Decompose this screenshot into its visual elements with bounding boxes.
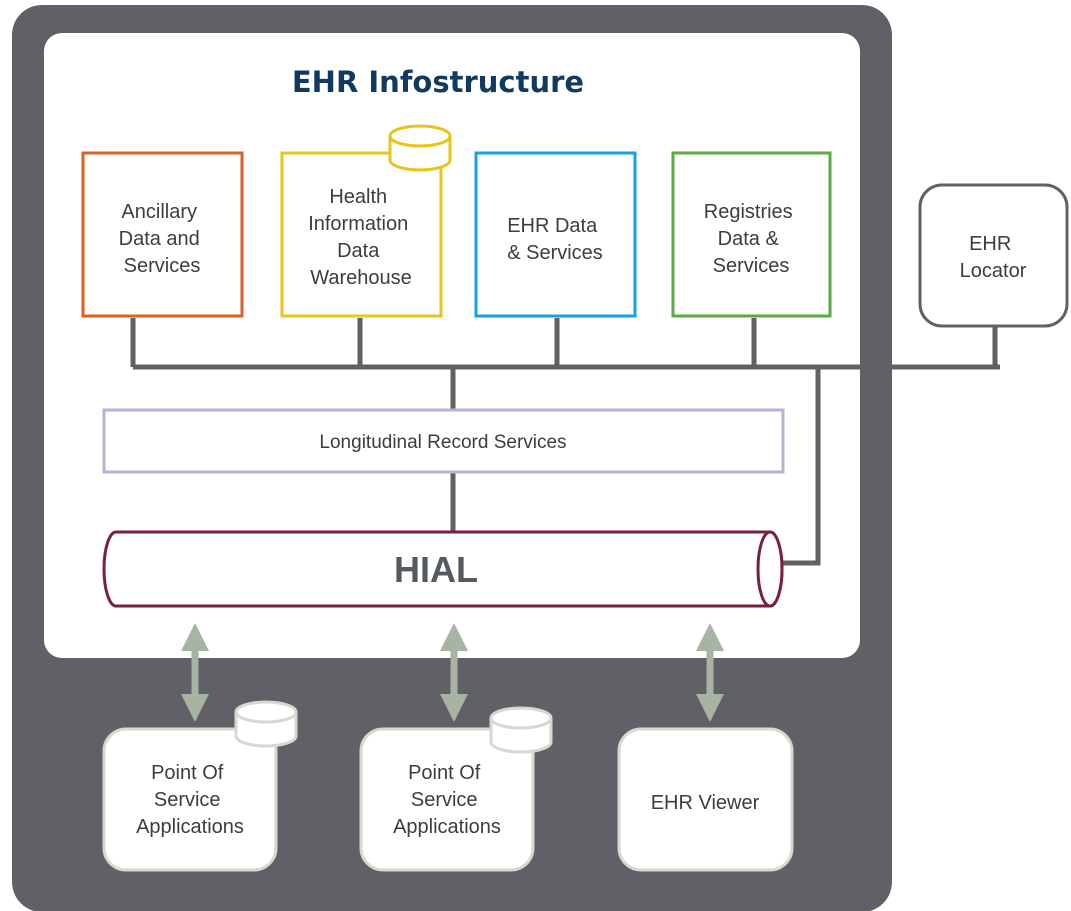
- ancillary-label-line: Services: [124, 255, 201, 277]
- viewer-label: EHR Viewer: [651, 792, 760, 814]
- ancillary-data-services-box: Ancillary Data and Services: [81, 151, 244, 318]
- svg-text:EHR Data & Services: EHR Data & Services: [507, 215, 603, 264]
- warehouse-label-line: Information: [308, 213, 408, 235]
- ehr-data-services-box: EHR Data & Services: [474, 151, 637, 318]
- pos2-label-line: Applications: [393, 816, 501, 838]
- svg-text:Point Of Service A: Point Of Service Applications: [393, 762, 501, 838]
- locator-label-line: EHR: [969, 233, 1011, 255]
- point-of-service-box-2: Point Of Service Applications: [359, 727, 535, 872]
- component-bus: [130, 318, 1000, 566]
- connection-arrows: [181, 623, 724, 722]
- ehr-data-label-line: & Services: [507, 242, 603, 264]
- svg-text:Registries Data &: Registries Data & Services: [704, 201, 798, 277]
- pos1-label-line: Applications: [136, 816, 244, 838]
- warehouse-label-line: Health: [329, 186, 387, 208]
- locator-label-line: Locator: [960, 260, 1027, 282]
- infostructure-panel: [44, 33, 860, 658]
- longitudinal-label: Longitudinal Record Services: [319, 432, 566, 453]
- svg-text:Point Of Service A: Point Of Service Applications: [136, 762, 244, 838]
- pos1-label-line: Point Of: [151, 762, 224, 784]
- svg-text:Ancillary Data and: Ancillary Data and Services: [119, 201, 206, 277]
- registries-label-line: Registries: [704, 201, 793, 223]
- ehr-locator-box: EHR Locator: [918, 183, 1069, 328]
- database-icon: [234, 700, 298, 748]
- ehr-viewer-box: EHR Viewer: [617, 727, 794, 872]
- point-of-service-box-1: Point Of Service Applications: [102, 727, 278, 872]
- hial-label: HIAL: [394, 549, 478, 590]
- pos2-label-line: Service: [411, 789, 478, 811]
- ancillary-label-line: Data and: [119, 228, 200, 250]
- longitudinal-record-services-box: Longitudinal Record Services: [102, 408, 785, 474]
- warehouse-label-line: Data: [337, 240, 380, 262]
- ancillary-label-line: Ancillary: [121, 201, 197, 223]
- pos1-label-line: Service: [154, 789, 221, 811]
- data-warehouse-box: Health Information Data Warehouse: [280, 151, 443, 318]
- svg-text:Health Information: Health Information Data Warehouse: [308, 186, 414, 289]
- ehr-data-label-line: EHR Data: [507, 215, 598, 237]
- registries-label-line: Data &: [718, 228, 780, 250]
- svg-text:EHR Locator: EHR Locator: [960, 233, 1027, 282]
- warehouse-label-line: Warehouse: [310, 267, 412, 289]
- hial-pipe: HIAL: [102, 530, 784, 608]
- database-icon: [388, 124, 452, 172]
- edge-fragment-text: r: [0, 586, 12, 653]
- registries-box: Registries Data & Services: [671, 151, 832, 318]
- database-icon: [489, 706, 553, 754]
- pos2-label-line: Point Of: [408, 762, 481, 784]
- registries-label-line: Services: [713, 255, 790, 277]
- diagram-title: EHR Infostructure: [292, 65, 584, 99]
